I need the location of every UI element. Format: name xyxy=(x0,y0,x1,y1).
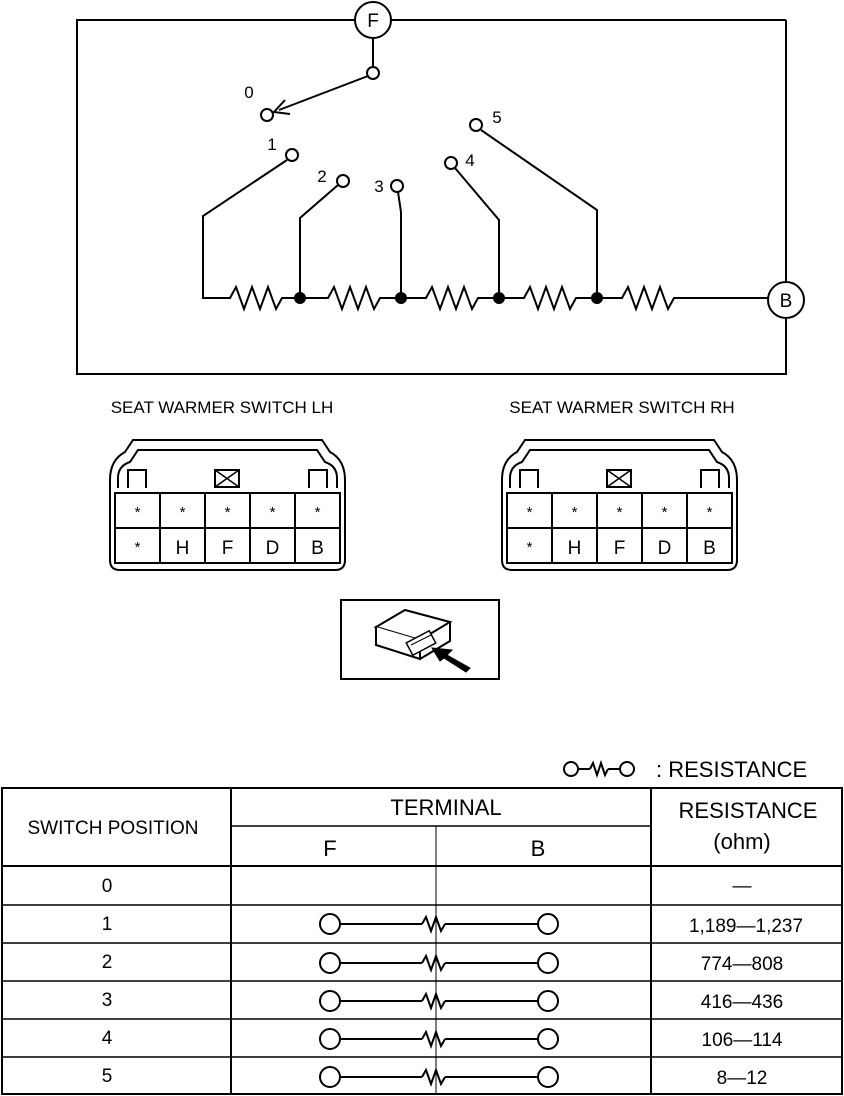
pin-label: F xyxy=(222,538,234,559)
row-resistance: 774—808 xyxy=(701,954,783,975)
harness-side-view-icon xyxy=(340,599,500,680)
header-switch-position: SWITCH POSITION xyxy=(28,818,199,839)
pin-label: * xyxy=(180,504,186,521)
junction-dot xyxy=(395,292,407,304)
header-terminal: TERMINAL xyxy=(390,795,501,820)
header-terminal-b: B xyxy=(531,836,546,861)
contact-2 xyxy=(336,174,350,188)
continuity-symbol xyxy=(319,1028,559,1050)
row-resistance: 106—114 xyxy=(702,1030,783,1051)
connector-rh: * * * * * * H F D B xyxy=(501,439,738,571)
position-label-5: 5 xyxy=(492,108,501,127)
header-terminal-f: F xyxy=(323,836,336,861)
wiper-arrowhead xyxy=(271,99,291,115)
contact-3-lead xyxy=(397,191,402,298)
junction-dot xyxy=(591,292,603,304)
row-position: 3 xyxy=(102,990,113,1011)
pin-label: B xyxy=(311,538,324,559)
terminal-b-label: B xyxy=(780,291,793,312)
pin-label: * xyxy=(135,539,141,556)
pin-label: B xyxy=(703,538,716,559)
contact-2-lead xyxy=(299,184,339,298)
row-position: 5 xyxy=(102,1066,113,1087)
connector-rh-title: SEAT WARMER SWITCH RH xyxy=(509,398,734,417)
contact-4 xyxy=(444,156,458,170)
pin-label: D xyxy=(658,538,672,559)
position-label-3: 3 xyxy=(374,177,383,196)
continuity-symbol xyxy=(319,1066,559,1088)
row-resistance: 8—12 xyxy=(717,1068,768,1089)
row-position: 0 xyxy=(102,876,113,897)
contact-3 xyxy=(390,179,404,193)
junction-dot xyxy=(493,292,505,304)
terminal-f-label: F xyxy=(367,11,379,32)
position-label-4: 4 xyxy=(465,151,474,170)
row-resistance: 416—436 xyxy=(701,992,783,1013)
junction-dot xyxy=(294,292,306,304)
circuit-outer-loop xyxy=(76,19,787,375)
pin-label: * xyxy=(527,504,533,521)
header-resistance: RESISTANCE xyxy=(679,798,818,823)
pin-label: * xyxy=(135,504,141,521)
position-label-0: 0 xyxy=(244,83,253,102)
pin-label: * xyxy=(527,539,533,556)
resistor-ladder xyxy=(222,284,768,312)
wiper-pivot xyxy=(366,66,380,80)
row-resistance: — xyxy=(733,876,752,897)
resistance-table: SWITCH POSITION TERMINAL F B RESISTANCE … xyxy=(1,787,843,1095)
continuity-symbol xyxy=(319,952,559,974)
contact-0 xyxy=(260,108,274,122)
switch-circuit: F B 0 1 2 3 4 5 xyxy=(76,1,805,375)
pin-label: D xyxy=(266,538,280,559)
pin-label: H xyxy=(176,538,190,559)
pin-label: H xyxy=(568,538,582,559)
arrow-icon xyxy=(431,647,471,673)
row-resistance: 1,189—1,237 xyxy=(689,916,803,937)
pin-label: * xyxy=(225,504,231,521)
contact-1-lead xyxy=(202,159,288,299)
row-position: 1 xyxy=(102,914,113,935)
header-resistance-unit: (ohm) xyxy=(713,829,770,854)
connector-lh-title: SEAT WARMER SWITCH LH xyxy=(111,398,334,417)
pin-label: * xyxy=(315,504,321,521)
wiper-arm xyxy=(278,75,369,111)
legend-label: : RESISTANCE xyxy=(656,757,807,782)
continuity-symbol xyxy=(319,913,559,935)
continuity-symbol xyxy=(319,990,559,1012)
connector-lh: * * * * * * H F D B xyxy=(109,439,346,571)
pin-label: F xyxy=(614,538,626,559)
pin-label: * xyxy=(707,504,713,521)
contact-4-lead xyxy=(454,167,500,298)
pin-label: * xyxy=(572,504,578,521)
terminal-b: B xyxy=(767,281,805,319)
contact-5-lead xyxy=(480,129,598,298)
pin-label: * xyxy=(270,504,276,521)
resistance-legend: : RESISTANCE xyxy=(563,757,807,782)
pin-label: * xyxy=(662,504,668,521)
row-position: 4 xyxy=(102,1028,113,1049)
position-label-1: 1 xyxy=(267,135,276,154)
contact-5 xyxy=(469,118,483,132)
terminal-f: F xyxy=(354,1,392,39)
position-label-2: 2 xyxy=(317,167,326,186)
pin-label: * xyxy=(617,504,623,521)
contact-1 xyxy=(285,148,299,162)
row-position: 2 xyxy=(102,952,113,973)
